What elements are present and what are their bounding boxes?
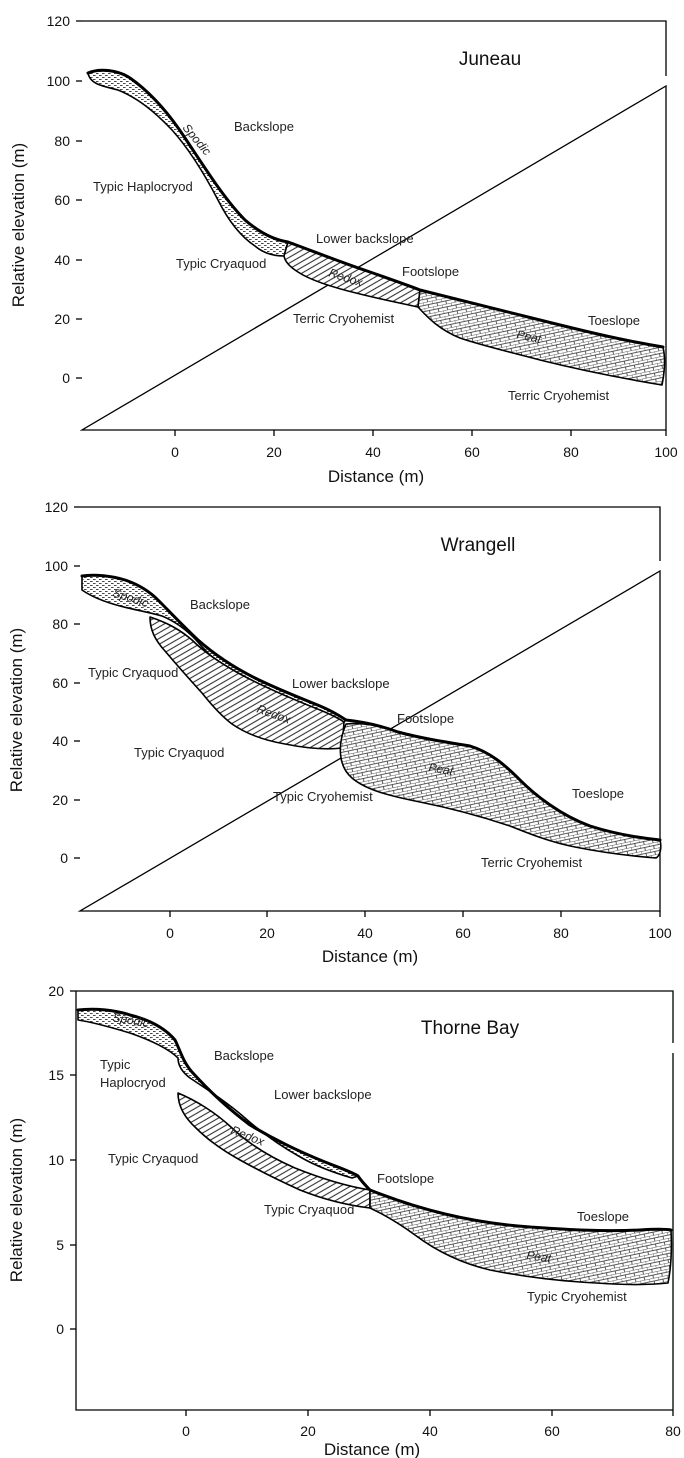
slope-position-label: Footslope [397,711,454,726]
x-axis: 0 20 40 60 80 [182,1410,681,1439]
y-tick-label: 120 [47,13,71,29]
horizon-label: Peat [427,760,454,778]
soil-label: Typic [100,1057,131,1072]
y-tick-label: 0 [56,1321,64,1337]
y-tick-label: 15 [48,1067,64,1083]
x-tick-label: 80 [665,1423,681,1439]
x-axis: 0 20 40 60 80 100 [166,911,672,941]
y-tick-label: 40 [52,733,68,749]
y-tick-label: 40 [54,252,70,268]
x-tick-label: 100 [648,925,672,941]
slope-position-label: Backslope [234,119,294,134]
peat-horizon [369,1189,673,1286]
soil-label: Typic Cryaquod [134,745,224,760]
slope-position-label: Lower backslope [316,231,414,246]
x-tick-label: 100 [654,444,678,460]
plot-frame [77,506,661,912]
x-tick-label: 60 [464,444,480,460]
soil-label: Typic Haplocryod [93,179,193,194]
y-axis: 120 100 80 60 40 20 0 [45,499,80,866]
soil-label: Typic Cryaquod [108,1151,198,1166]
slope-position-label: Toeslope [572,786,624,801]
y-axis: 20 15 10 5 0 [48,983,76,1337]
soil-label: Typic Cryohemist [527,1289,627,1304]
slope-position-label: Toeslope [577,1209,629,1224]
x-tick-label: 80 [553,925,569,941]
panel-title: Wrangell [441,535,516,556]
y-tick-label: 0 [62,370,70,386]
x-axis: 0 20 40 60 80 100 [171,430,678,460]
redox-horizon [177,1092,371,1209]
panel-title: Thorne Bay [421,1018,520,1039]
x-axis-title: Distance (m) [324,1440,420,1458]
slope-position-label: Footslope [377,1171,434,1186]
y-tick-label: 60 [54,192,70,208]
y-tick-label: 20 [52,792,68,808]
soil-label: Terric Cryohemist [508,388,610,403]
soil-label: Typic Cryaquod [176,256,266,271]
y-tick-label: 5 [56,1237,64,1253]
horizon-label: Peat [515,327,543,346]
slope-position-label: Lower backslope [292,676,390,691]
panel-thorne-bay: 20 15 10 5 0 0 20 40 60 80 Distance (m) … [7,983,681,1458]
x-tick-label: 0 [182,1423,190,1439]
y-tick-label: 0 [60,850,68,866]
y-axis-title: Relative elevation (m) [7,628,26,792]
y-axis-title: Relative elevation (m) [7,1118,26,1282]
x-tick-label: 20 [259,925,275,941]
x-tick-label: 20 [300,1423,316,1439]
panel-juneau: 120 100 80 60 40 20 0 0 20 40 60 80 100 … [9,13,678,486]
soil-label: Typic Cryaquod [264,1202,354,1217]
plot-frame [79,20,667,431]
horizon-label: Spodic [111,1010,150,1030]
y-tick-label: 60 [52,675,68,691]
soil-label: Haplocryod [100,1075,166,1090]
x-axis-title: Distance (m) [322,947,418,966]
panel-wrangell: 120 100 80 60 40 20 0 0 20 40 60 80 100 … [7,499,672,966]
slope-position-label: Footslope [402,264,459,279]
y-axis: 120 100 80 60 40 20 0 [47,13,82,386]
ground-surface [80,573,662,842]
x-tick-label: 60 [544,1423,560,1439]
y-tick-label: 80 [52,616,68,632]
x-tick-label: 0 [171,444,179,460]
x-tick-label: 40 [422,1423,438,1439]
soil-label: Typic Cryohemist [273,789,373,804]
x-axis-title: Distance (m) [328,467,424,486]
ground-surface [86,68,665,349]
y-tick-label: 120 [45,499,69,515]
y-tick-label: 20 [54,311,70,327]
panel-title: Juneau [459,49,521,70]
y-tick-label: 10 [48,1152,64,1168]
y-tick-label: 100 [47,73,71,89]
slope-position-label: Toeslope [588,313,640,328]
y-axis-title: Relative elevation (m) [9,143,28,307]
x-tick-label: 40 [365,444,381,460]
soil-label: Typic Cryaquod [88,665,178,680]
soil-label: Terric Cryohemist [481,855,583,870]
y-tick-label: 100 [45,558,69,574]
redox-horizon [149,616,345,750]
x-tick-label: 40 [357,925,373,941]
x-tick-label: 0 [166,925,174,941]
ground-surface [76,1007,673,1233]
soil-label: Terric Cryohemist [293,311,395,326]
y-tick-label: 20 [48,983,64,999]
slope-position-label: Backslope [190,597,250,612]
x-tick-label: 80 [563,444,579,460]
plot-frame-top-right [76,990,674,1410]
x-tick-label: 20 [266,444,282,460]
horizon-label: Peat [526,1248,553,1265]
plot-frame [75,991,673,1411]
slope-position-label: Lower backslope [274,1087,372,1102]
y-tick-label: 80 [54,133,70,149]
x-tick-label: 60 [455,925,471,941]
slope-position-label: Backslope [214,1048,274,1063]
